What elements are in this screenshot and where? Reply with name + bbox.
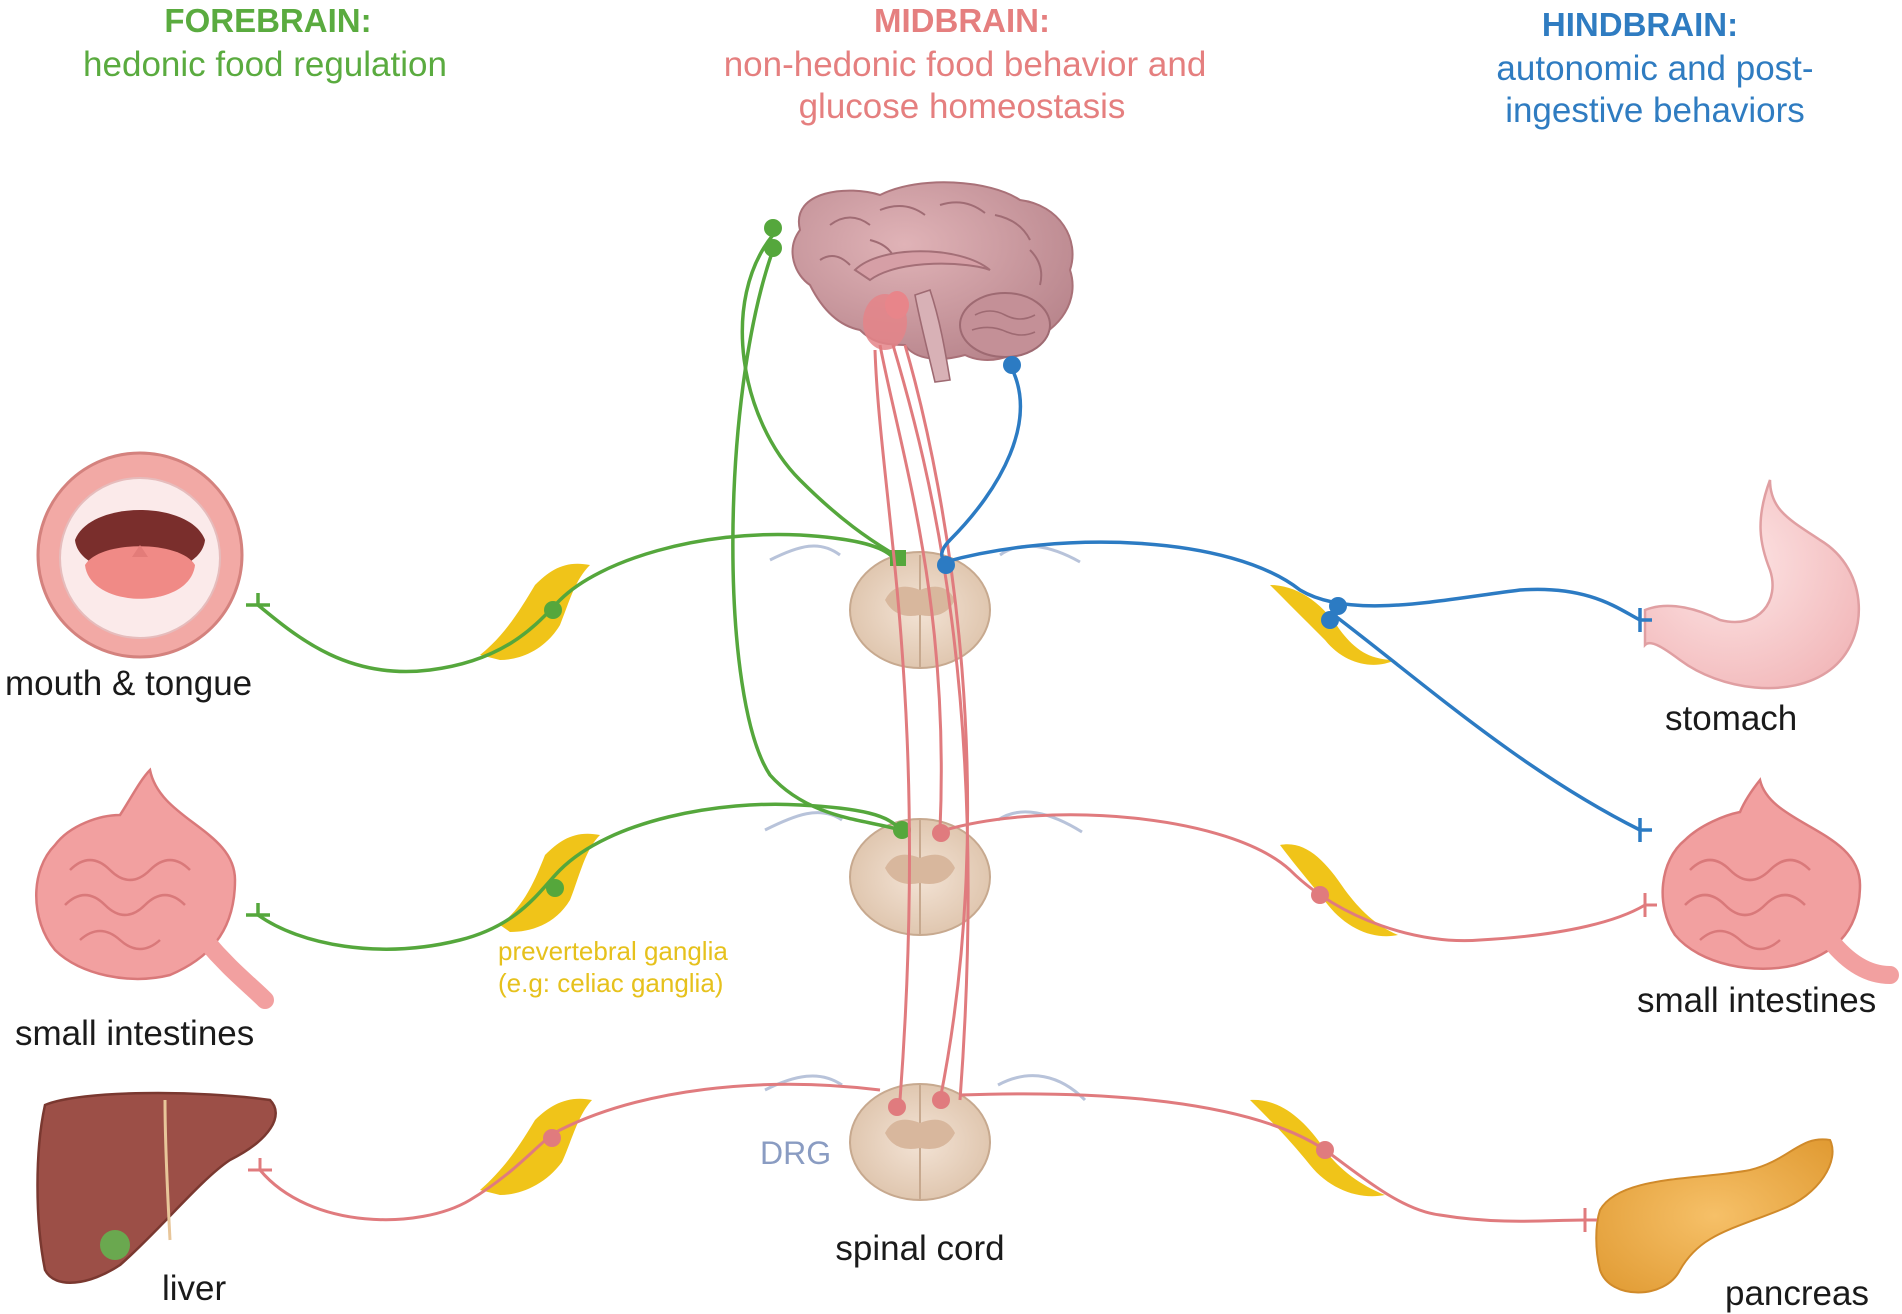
drg-label: DRG <box>760 1135 831 1171</box>
stomach-icon <box>1643 479 1860 690</box>
midbrain-nodes <box>543 824 1334 1159</box>
liver-icon <box>36 1091 277 1284</box>
hindbrain-subtitle-line2: ingestive behaviors <box>1505 91 1805 130</box>
pancreas-label: pancreas <box>1725 1274 1869 1313</box>
forebrain-pathway <box>246 233 902 951</box>
midbrain-title: MIDBRAIN: <box>874 2 1050 39</box>
liver-label: liver <box>162 1269 227 1308</box>
hindbrain-header: HINDBRAIN: autonomic and post- ingestive… <box>1496 6 1813 130</box>
mouth-tongue-icon <box>36 451 244 659</box>
hindbrain-nodes <box>937 356 1347 629</box>
hindbrain-title: HINDBRAIN: <box>1542 6 1738 43</box>
small-intestines-right-label: small intestines <box>1637 981 1876 1020</box>
midbrain-header: MIDBRAIN: non-hedonic food behavior and … <box>724 2 1207 126</box>
spinal-cord-segment-middle <box>764 810 1083 936</box>
spinal-cord-label: spinal cord <box>835 1229 1004 1268</box>
brain-icon <box>791 181 1074 383</box>
forebrain-title: FOREBRAIN: <box>164 2 371 39</box>
midbrain-subtitle-line1: non-hedonic food behavior and <box>724 45 1207 84</box>
ganglia-label-line2: (e.g: celiac ganglia) <box>498 968 723 998</box>
forebrain-subtitle: hedonic food regulation <box>83 45 447 84</box>
small-intestines-left-icon <box>35 767 274 1009</box>
ganglia-label-line1: prevertebral ganglia <box>498 936 728 966</box>
small-intestines-left-label: small intestines <box>15 1014 254 1053</box>
ganglion-right-middle <box>1280 844 1398 937</box>
small-intestines-right-icon <box>1661 777 1899 984</box>
hindbrain-subtitle-line1: autonomic and post- <box>1496 49 1813 88</box>
pancreas-icon <box>1595 1138 1834 1294</box>
forebrain-header: FOREBRAIN: hedonic food regulation <box>83 2 447 84</box>
ganglion-left-upper <box>480 563 590 660</box>
stomach-label: stomach <box>1665 699 1797 738</box>
midbrain-pathway <box>248 344 1657 1232</box>
mouth-tongue-label: mouth & tongue <box>5 664 252 703</box>
midbrain-subtitle-line2: glucose homeostasis <box>799 87 1126 126</box>
